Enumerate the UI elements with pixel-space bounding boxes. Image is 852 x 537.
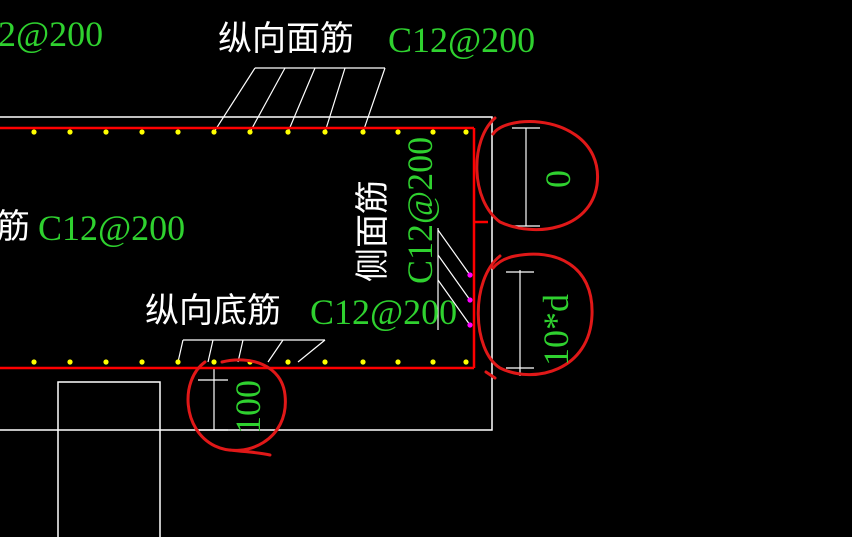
slab-outline [0, 116, 493, 431]
side-rebar-code-label: C12@200 [400, 136, 440, 284]
side-rebar-name-label: 侧面筋 [353, 180, 393, 282]
bottom-rebar-name-label: 纵向底筋 [145, 291, 281, 331]
top-rebar-name-label: 纵向面筋 [218, 19, 354, 59]
side-rebar-dots [467, 272, 473, 328]
leader-lines [177, 67, 540, 431]
dimension-side-right: 10*d [536, 294, 576, 366]
top-left-code-label: 2@200 [0, 14, 104, 54]
bottom-rebar-code-label: C12@200 [310, 292, 458, 332]
left-rebar-code-label: C12@200 [38, 208, 186, 248]
markup-circle-side-right [476, 252, 594, 380]
column-outline [57, 381, 161, 537]
markup-circle-bottom [186, 358, 287, 457]
top-rebar-dots [31, 129, 469, 135]
markup-circle-top-right [475, 116, 600, 232]
rebar-lines [0, 126, 488, 370]
dimension-top-right: 0 [538, 170, 578, 188]
dimension-bottom: 100 [228, 380, 268, 434]
top-rebar-code-label: C12@200 [388, 20, 536, 60]
markup-circles [186, 116, 600, 457]
concrete-outline [0, 116, 493, 537]
left-rebar-name-label: 筋 [0, 207, 30, 247]
bottom-rebar-dots [31, 359, 469, 365]
